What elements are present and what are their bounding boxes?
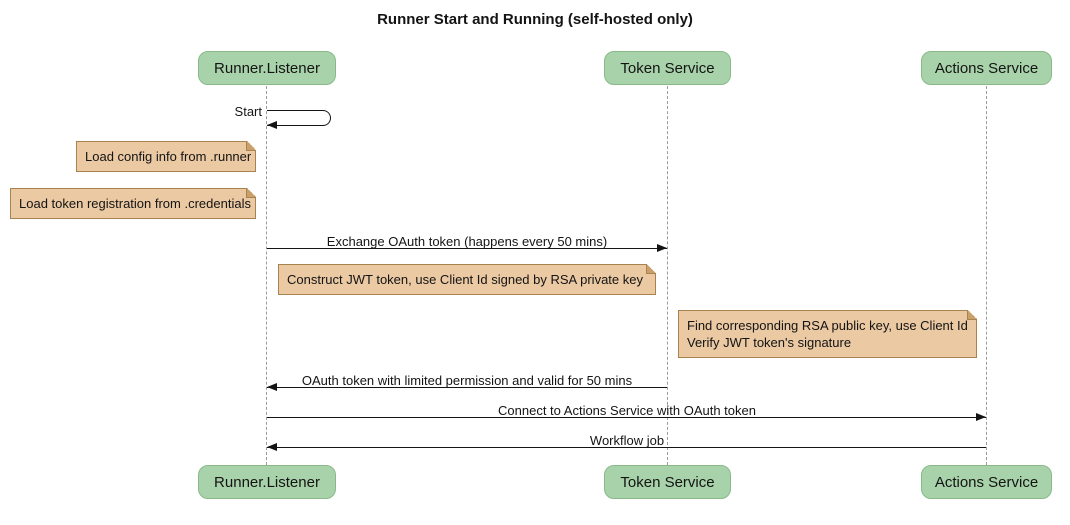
participant-label: Actions Service [934, 59, 1039, 77]
lifeline-runner-listener [266, 86, 267, 465]
note-line: Construct JWT token, use Client Id signe… [287, 272, 643, 287]
message-start-label: Start [234, 104, 262, 119]
arrowhead-left-icon [267, 443, 277, 451]
participant-actions-service-top: Actions Service [921, 51, 1052, 85]
participant-label: Runner.Listener [214, 473, 320, 491]
lifeline-actions-service [986, 86, 987, 465]
arrowhead-left-icon [267, 383, 277, 391]
lifeline-token-service [667, 86, 668, 465]
note-line: Load config info from .runner [85, 149, 252, 164]
arrowhead-right-icon [976, 413, 986, 421]
note-line: Verify JWT token's signature [687, 335, 852, 350]
message-connect-actions-label: Connect to Actions Service with OAuth to… [498, 403, 756, 418]
message-connect-actions-line [267, 417, 986, 418]
self-message-loop [267, 110, 331, 126]
note-verify-jwt: Find corresponding RSA public key, use C… [678, 310, 977, 358]
arrowhead-left-icon [267, 121, 277, 129]
message-workflow-job-label: Workflow job [589, 433, 665, 448]
message-oauth-return-label: OAuth token with limited permission and … [301, 373, 633, 388]
participant-label: Token Service [620, 473, 715, 491]
note-load-config: Load config info from .runner [76, 141, 256, 172]
participant-label: Runner.Listener [214, 59, 320, 77]
participant-runner-listener-top: Runner.Listener [198, 51, 336, 85]
note-line: Find corresponding RSA public key, use C… [687, 318, 968, 333]
message-oauth-return-line [267, 387, 667, 388]
message-exchange-oauth-line [267, 248, 667, 249]
note-line: Load token registration from .credential… [19, 196, 251, 211]
participant-label: Actions Service [934, 473, 1039, 491]
diagram-title: Runner Start and Running (self-hosted on… [377, 11, 693, 28]
note-construct-jwt: Construct JWT token, use Client Id signe… [278, 264, 656, 295]
note-load-token-registration: Load token registration from .credential… [10, 188, 256, 219]
message-exchange-oauth-label: Exchange OAuth token (happens every 50 m… [326, 234, 608, 249]
message-workflow-job-line [267, 447, 986, 448]
participant-runner-listener-bottom: Runner.Listener [198, 465, 336, 499]
participant-token-service-top: Token Service [604, 51, 731, 85]
participant-token-service-bottom: Token Service [604, 465, 731, 499]
participant-actions-service-bottom: Actions Service [921, 465, 1052, 499]
participant-label: Token Service [620, 59, 715, 77]
arrowhead-right-icon [657, 244, 667, 252]
